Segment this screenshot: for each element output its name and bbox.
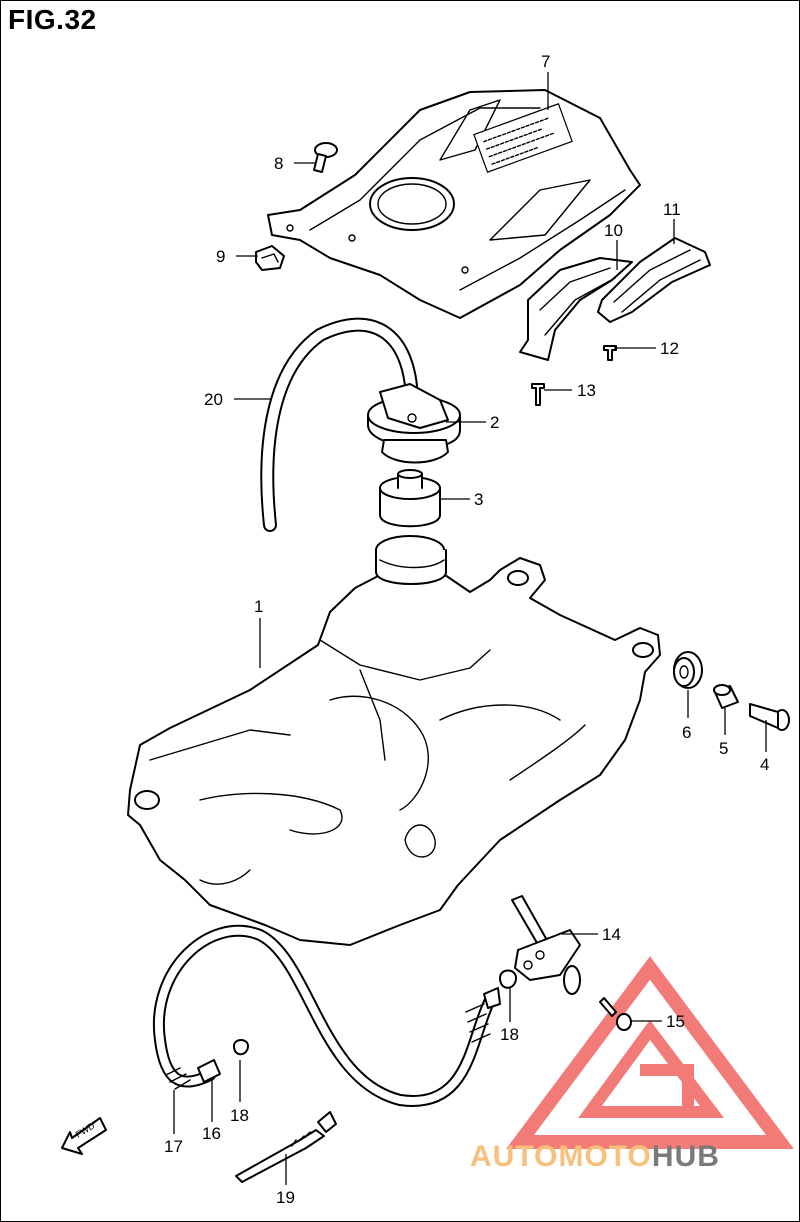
callout-7: 7 (541, 52, 550, 71)
fwd-arrow: FWD (61, 1117, 107, 1155)
part-screw-15 (599, 997, 632, 1031)
part-grommet-6 (673, 651, 703, 689)
part-hose-16 (165, 1059, 221, 1090)
watermark-text: AUTOMOTOHUB (470, 1140, 720, 1174)
watermark-part2: HUB (651, 1140, 720, 1173)
callout-3: 3 (474, 490, 483, 509)
part-bracket-10 (519, 257, 633, 361)
part-fuel-cock-14 (511, 895, 581, 995)
watermark-part1: AUTOMOTO (470, 1140, 652, 1173)
part-clip-18a (233, 1039, 249, 1056)
part-bolt-4 (749, 703, 790, 731)
callout-14: 14 (602, 925, 621, 944)
leader-lines (173, 72, 767, 1185)
callout-18a: 18 (230, 1106, 249, 1125)
callout-2: 2 (490, 413, 499, 432)
callout-12: 12 (660, 339, 679, 358)
watermark-logo (506, 956, 794, 1149)
callout-15: 15 (666, 1012, 685, 1031)
part-fuel-tank-1 (127, 535, 661, 946)
part-hose-20 (260, 317, 419, 532)
callout-9: 9 (216, 247, 225, 266)
callout-18b: 18 (500, 1025, 519, 1044)
part-screw-8 (313, 142, 338, 173)
callout-19: 19 (276, 1188, 295, 1207)
part-filter-3 (379, 469, 441, 528)
callout-17: 17 (164, 1137, 183, 1156)
callout-13: 13 (577, 381, 596, 400)
figure-title: FIG.32 (8, 4, 97, 35)
part-bolt-12 (603, 345, 617, 361)
part-clip-18b (465, 969, 517, 1043)
callout-4: 4 (760, 755, 769, 774)
callout-20: 20 (204, 390, 223, 409)
part-fuel-cap-2 (367, 383, 461, 464)
part-bracket-11 (597, 237, 711, 323)
callout-6: 6 (682, 723, 691, 742)
part-clip-9 (255, 245, 285, 271)
callouts: 7 8 9 10 11 12 13 20 2 3 1 6 5 4 14 15 1… (164, 52, 769, 1207)
callout-1: 1 (254, 597, 263, 616)
callout-5: 5 (719, 739, 728, 758)
part-strap-19 (235, 1111, 337, 1183)
callout-11: 11 (663, 200, 681, 219)
part-top-cover (267, 89, 641, 319)
part-collar-5 (713, 684, 739, 709)
callout-10: 10 (604, 221, 623, 240)
part-bolt-13 (531, 383, 545, 406)
callout-16: 16 (202, 1124, 221, 1143)
part-hose-17 (152, 924, 496, 1107)
callout-8: 8 (274, 154, 283, 173)
